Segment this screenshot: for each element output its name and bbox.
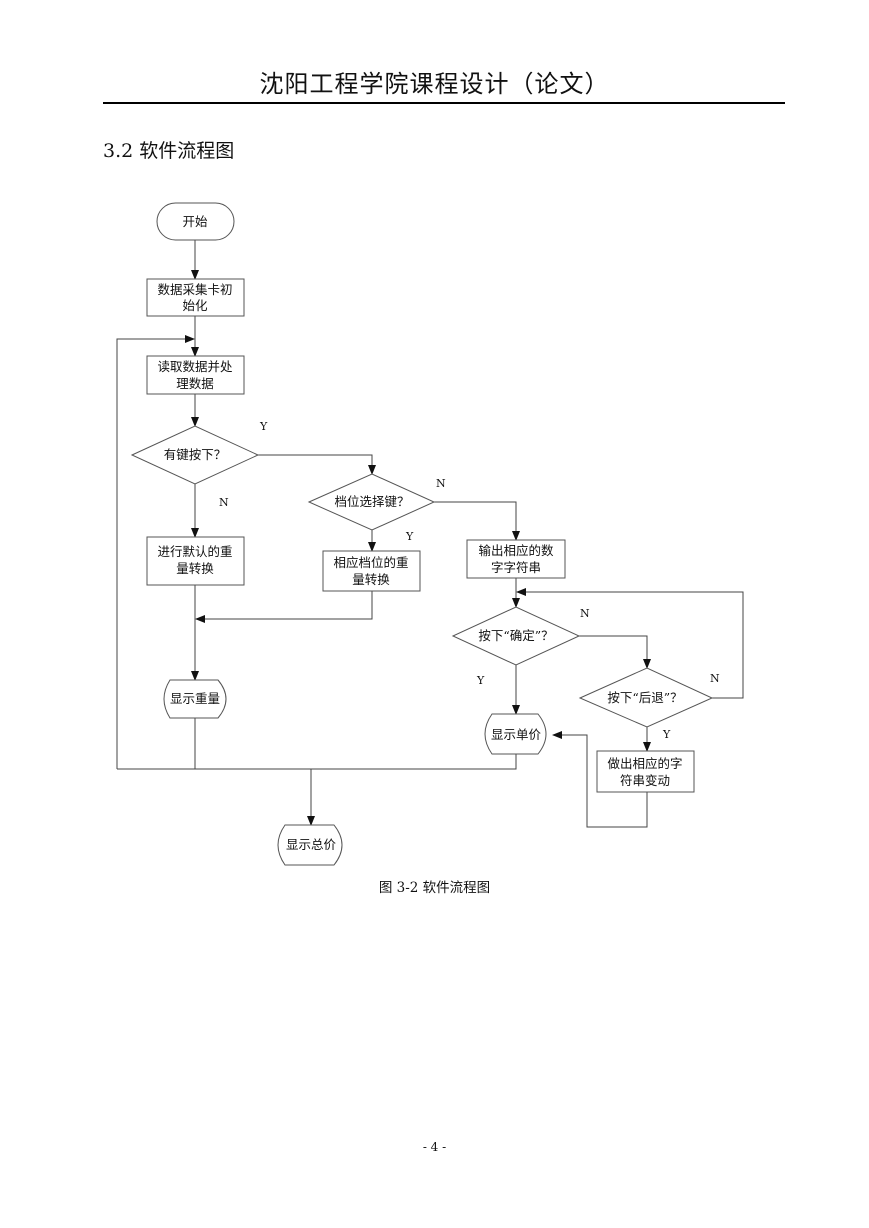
start-label: 开始 — [182, 214, 208, 229]
default-conversion-line2: 量转换 — [176, 561, 214, 576]
key-yes-label: Y — [259, 420, 268, 433]
change-string-line2: 符串变动 — [620, 773, 670, 788]
back-decision: 按下“后退”？ — [578, 667, 714, 728]
show-weight-label: 显示重量 — [170, 691, 220, 706]
show-total-display: 显示总价 — [277, 824, 343, 866]
output-string-line1: 输出相应的数 — [478, 543, 554, 558]
start-terminator: 开始 — [156, 202, 235, 241]
show-weight-display: 显示重量 — [163, 679, 227, 719]
read-label-line1: 读取数据并处 — [157, 359, 233, 374]
default-conversion-line1: 进行默认的重 — [157, 544, 232, 559]
change-string-box: 做出相应的字 符串变动 — [596, 750, 695, 793]
output-string-box: 输出相应的数 字字符串 — [466, 539, 566, 579]
show-unit-price-label: 显示单价 — [491, 727, 542, 742]
confirm-no-label: N — [580, 607, 590, 620]
gear-conversion-line1: 相应档位的重 — [333, 555, 408, 570]
key-pressed-decision: 有键按下？ — [130, 425, 260, 485]
page-header-title: 沈阳工程学院课程设计（论文） — [259, 70, 610, 98]
confirm-yes-label: Y — [476, 674, 485, 687]
gear-conversion-line2: 量转换 — [352, 572, 390, 587]
default-conversion-box: 进行默认的重 量转换 — [146, 536, 245, 586]
gear-key-label: 档位选择键？ — [334, 494, 409, 509]
init-process-box: 数据采集卡初 始化 — [146, 278, 245, 317]
output-string-line2: 字字符串 — [491, 560, 541, 575]
gear-conversion-box: 相应档位的重 量转换 — [322, 550, 421, 592]
confirm-decision: 按下“确定”？ — [451, 606, 581, 666]
gear-yes-label: Y — [405, 530, 414, 543]
confirm-label: 按下“确定”？ — [478, 628, 553, 643]
show-unit-price-display: 显示单价 — [484, 713, 547, 755]
gear-key-decision: 档位选择键？ — [307, 473, 436, 531]
show-total-label: 显示总价 — [286, 837, 337, 852]
change-string-line1: 做出相应的字 — [607, 756, 682, 771]
gear-no-label: N — [436, 477, 446, 490]
back-label: 按下“后退”？ — [607, 690, 682, 705]
section-heading: 3.2 软件流程图 — [103, 140, 235, 162]
read-label-line2: 理数据 — [176, 376, 214, 391]
figure-caption: 图 3-2 软件流程图 — [378, 880, 491, 896]
init-label-line1: 数据采集卡初 — [157, 282, 232, 297]
key-no-label: N — [219, 496, 229, 509]
init-label-line2: 始化 — [182, 298, 208, 313]
back-no-label: N — [710, 672, 720, 685]
back-yes-label: Y — [662, 728, 671, 741]
key-pressed-label: 有键按下？ — [164, 447, 227, 462]
page-number: - 4 - — [422, 1140, 447, 1154]
header-divider — [103, 102, 785, 104]
read-process-box: 读取数据并处 理数据 — [146, 355, 245, 395]
